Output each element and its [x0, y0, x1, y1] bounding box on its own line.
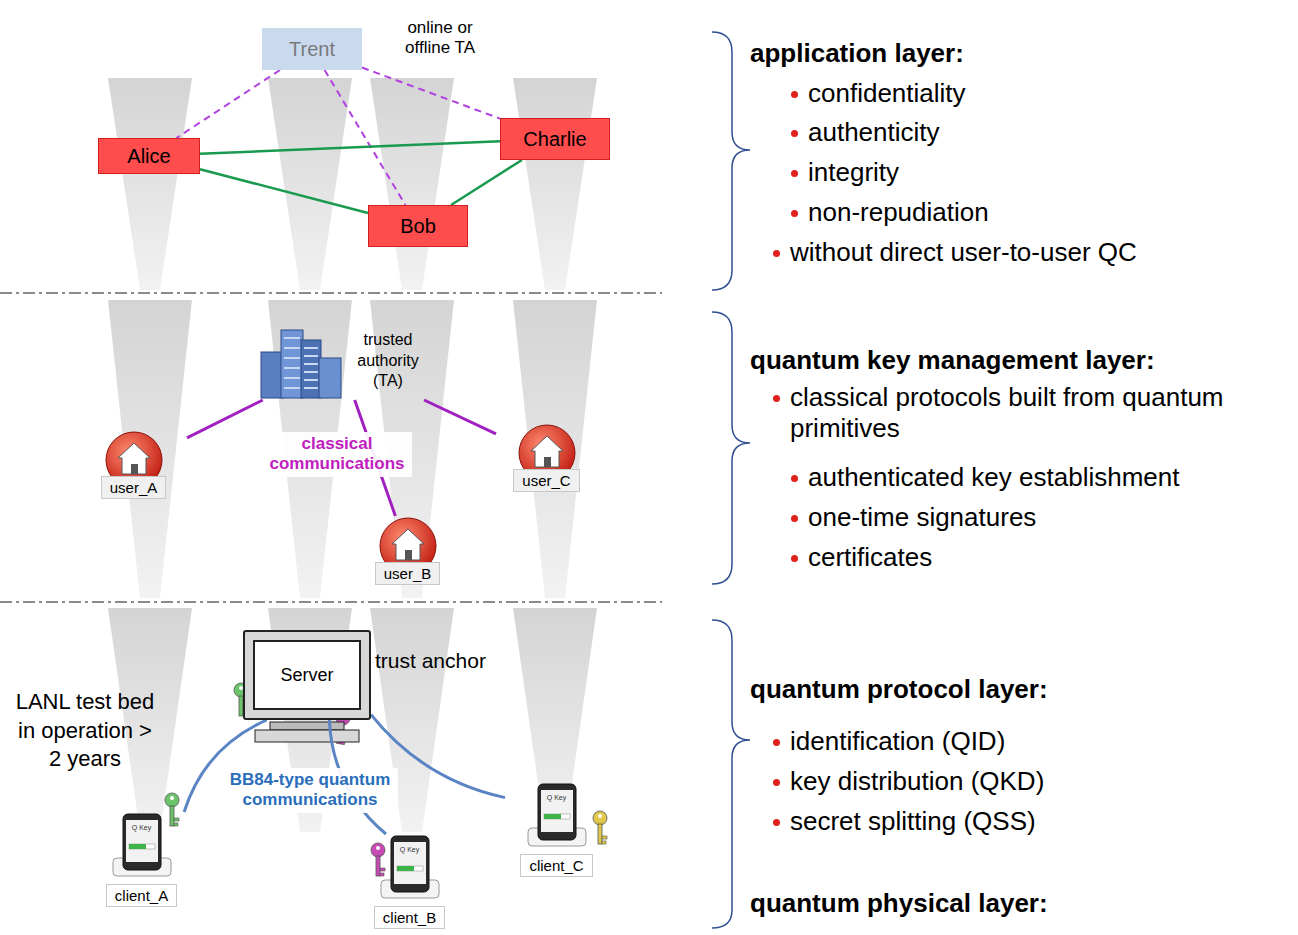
bullet-dot: [791, 555, 798, 562]
layer-text: confidentiality: [808, 78, 1268, 109]
connector: [200, 169, 368, 213]
server-label: Server: [280, 665, 333, 686]
bullet-dot: [791, 170, 798, 177]
layer-text: application layer:: [750, 38, 1270, 69]
bullet-dot: [791, 515, 798, 522]
layer-text: authenticated key establishment: [808, 462, 1288, 493]
person-box: Trent: [262, 28, 362, 70]
person-box: Bob: [368, 205, 468, 247]
phone-icon: Q Key: [526, 782, 588, 848]
connector: [451, 160, 522, 205]
person-box: Charlie: [500, 118, 610, 160]
client-node: Q Key client_B: [353, 834, 466, 929]
layer-text: classical protocols built from quantum p…: [790, 382, 1260, 444]
layer-text: authenticity: [808, 117, 1268, 148]
layer-text: secret splitting (QSS): [790, 806, 1250, 837]
connector: [424, 400, 496, 434]
bullet-dot: [773, 395, 780, 402]
bullet-dot: [791, 130, 798, 137]
connector: [325, 70, 406, 205]
funnel: [370, 78, 454, 290]
bullet-dot: [773, 250, 780, 257]
layer-text: quantum physical layer:: [750, 888, 1270, 919]
key-icon: [593, 811, 607, 844]
user-label: user_B: [375, 562, 441, 585]
layer-text: one-time signatures: [808, 502, 1268, 533]
connector: [187, 400, 263, 438]
building-icon: [255, 322, 345, 400]
layer-separator: [0, 601, 662, 603]
phone-icon: Q Key: [379, 834, 441, 900]
funnel: [513, 608, 597, 832]
connector: [176, 70, 280, 138]
funnel-shapes: [108, 78, 597, 832]
layer-text: non-repudiation: [808, 197, 1268, 228]
layer-bracket: [712, 620, 750, 928]
person-name: Charlie: [523, 128, 586, 151]
person-box: Alice: [98, 138, 200, 174]
bullet-dot: [773, 819, 780, 826]
layer-text: key distribution (QKD): [790, 766, 1250, 797]
person-name: Alice: [127, 145, 170, 168]
key-icon: [165, 793, 179, 826]
layer-text: BB84-type quantum communications: [222, 768, 398, 813]
layer-text: certificates: [808, 542, 1268, 573]
connector: [362, 68, 500, 119]
layer-text: without direct user-to-user QC: [790, 237, 1270, 268]
layer-text: integrity: [808, 157, 1268, 188]
user-node: user_B: [354, 516, 461, 585]
bullet-dot: [791, 91, 798, 98]
person-name: Trent: [289, 38, 335, 61]
phone-icon: Q Key: [111, 812, 173, 878]
annotation: LANL test bed in operation > 2 years: [12, 688, 158, 774]
phone-screen-text: Q Key: [126, 824, 158, 831]
user-label: user_A: [101, 476, 167, 499]
server-base: [255, 730, 359, 742]
authority-label: trusted authority (TA): [349, 330, 427, 392]
bullet-dot: [773, 739, 780, 746]
funnel: [513, 78, 597, 290]
layer-bracket: [712, 32, 750, 290]
layer-bracket: [712, 312, 750, 584]
bullet-dot: [773, 779, 780, 786]
server-computer: Server: [243, 630, 371, 720]
layer-text: quantum key management layer:: [750, 345, 1290, 376]
funnel: [513, 300, 597, 598]
person-name: Bob: [400, 215, 436, 238]
user-node: user_C: [496, 423, 597, 492]
client-label: client_A: [106, 884, 177, 907]
key-icons: [165, 673, 607, 876]
annotation: trust anchor: [375, 648, 515, 673]
user-label: user_C: [513, 469, 579, 492]
annotation: online or offline TA: [392, 18, 488, 59]
funnel: [268, 78, 352, 290]
phone-screen-text: Q Key: [394, 846, 426, 853]
layer-separator: [0, 292, 662, 294]
user-node: user_A: [80, 430, 187, 499]
layer-text: classical communications: [262, 432, 412, 477]
client-label: client_B: [374, 906, 445, 929]
client-label: client_C: [520, 854, 592, 877]
client-node: Q Key client_C: [505, 782, 608, 877]
key-icon: [371, 843, 385, 876]
funnel: [108, 78, 192, 290]
bullet-dot: [791, 475, 798, 482]
bullet-dot: [791, 210, 798, 217]
server-stand: [270, 722, 344, 730]
server-screen: Server: [253, 640, 361, 710]
trusted-authority: trusted authority (TA): [255, 322, 427, 400]
client-node: Q Key client_A: [86, 812, 197, 907]
phone-screen-text: Q Key: [541, 794, 573, 801]
layer-text: identification (QID): [790, 726, 1250, 757]
connector: [200, 141, 500, 154]
layer-text: quantum protocol layer:: [750, 674, 1270, 705]
